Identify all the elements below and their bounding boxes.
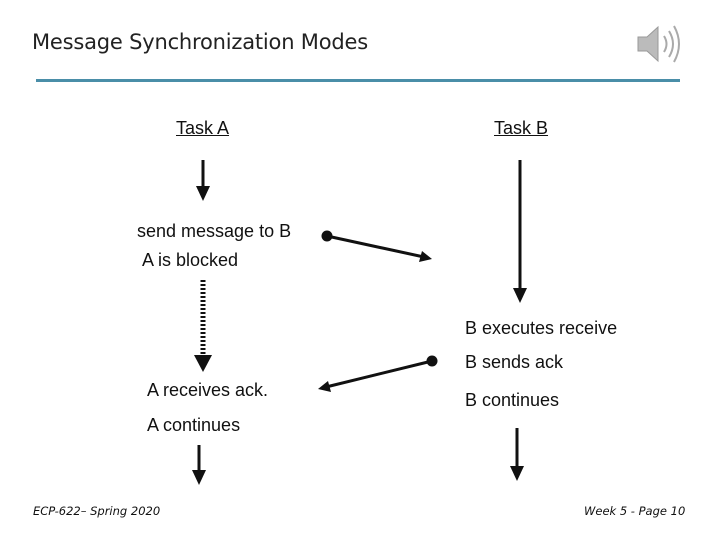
footer-course: ECP-622– Spring 2020 bbox=[33, 504, 161, 518]
ack-arrow bbox=[318, 355, 438, 392]
send-message-arrow bbox=[321, 230, 432, 262]
footer-page: Week 5 - Page 10 bbox=[584, 504, 686, 518]
task-b-executes-text: B executes receive bbox=[465, 318, 618, 338]
task-b-header: Task B bbox=[494, 118, 549, 138]
speaker-icon[interactable] bbox=[634, 22, 686, 71]
task-a-send-text: send message to B bbox=[137, 221, 292, 241]
title-divider bbox=[36, 79, 680, 82]
task-a-blocked-arrow bbox=[194, 280, 212, 372]
task-b-sends-text: B sends ack bbox=[465, 352, 564, 372]
task-a-receives-text: A receives ack. bbox=[147, 380, 269, 400]
slide-title: Message Synchronization Modes bbox=[32, 30, 368, 54]
task-a-header: Task A bbox=[176, 118, 230, 138]
task-a-start-arrow bbox=[196, 160, 210, 201]
task-a-continue-arrow bbox=[192, 445, 206, 485]
task-b-wait-arrow bbox=[513, 160, 527, 303]
task-b-continues-text: B continues bbox=[465, 390, 560, 410]
task-b-continue-arrow bbox=[510, 428, 524, 481]
task-a-blocked-text: A is blocked bbox=[142, 250, 239, 270]
task-a-continues-text: A continues bbox=[147, 415, 241, 435]
